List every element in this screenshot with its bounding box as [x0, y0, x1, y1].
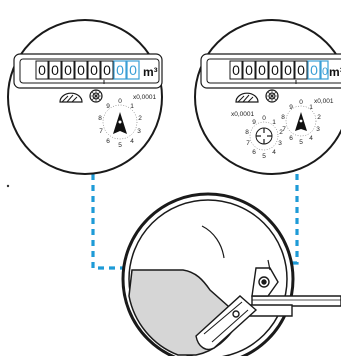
digit: 0: [245, 62, 253, 78]
connector-left: [91, 163, 133, 270]
hinge-mechanism: [243, 267, 293, 317]
dial-multiplier: x0,001: [314, 98, 334, 105]
dial-right-main: 0 1 2 3 4 5 6 7 8 9: [281, 99, 321, 146]
unit-label: m³: [143, 65, 158, 79]
dial-number: 6: [289, 135, 293, 142]
dial-number: 1: [130, 103, 134, 110]
outlet-pipe: [251, 295, 341, 307]
digit: 0: [77, 62, 85, 78]
dial-multiplier: x0,0001: [133, 94, 157, 101]
dial-number: 8: [281, 114, 285, 121]
dial-number: 3: [137, 128, 141, 135]
turbine-icon: [59, 92, 83, 103]
bullet-marker: [6, 184, 10, 188]
dial-number: 2: [279, 129, 283, 136]
dial-number: 5: [299, 139, 303, 146]
digit-row-left: 0 0 0 0 0 0 0 0: [35, 60, 140, 80]
dial-number: 8: [245, 129, 249, 136]
dial-number: 5: [262, 153, 266, 160]
digit: 0: [103, 62, 111, 78]
digit: 0: [232, 62, 240, 78]
digit: 0: [297, 62, 305, 78]
dial-number: 4: [309, 135, 313, 142]
digit: 0: [271, 62, 279, 78]
digit: 0: [258, 62, 266, 78]
digit: 0: [129, 62, 137, 78]
dial-number: 3: [316, 126, 320, 133]
turbine-icon: [235, 92, 259, 103]
dial-right-small: 0 1 2 3 4 5 6 7 8 9: [245, 115, 283, 160]
dial-number: 9: [252, 119, 256, 126]
dial-number: 4: [130, 138, 134, 145]
dial-number: 3: [278, 140, 282, 147]
flow-star-icon: [265, 89, 279, 103]
dial-number: 0: [118, 98, 122, 105]
digit: 0: [38, 62, 46, 78]
dial-number: 6: [252, 149, 256, 156]
dial-multiplier: x0,0001: [231, 111, 255, 118]
dial-number: 9: [289, 104, 293, 111]
dial-number: 7: [246, 140, 250, 147]
flow-star-icon: [89, 89, 103, 103]
unit-label: m³: [329, 65, 341, 79]
digit: 0: [51, 62, 59, 78]
dial-number: 4: [272, 149, 276, 156]
dial-number: 0: [262, 115, 266, 122]
dial-number: 2: [138, 115, 142, 122]
dial-number: 2: [317, 114, 321, 121]
lever-arm: [195, 295, 258, 351]
meter-housing: [121, 192, 341, 356]
digit: 0: [310, 62, 318, 78]
digit: 0: [284, 62, 292, 78]
dial-left-main: 0 1 2 3 4 5 6 7 8 9: [98, 98, 142, 149]
digit: 0: [64, 62, 72, 78]
dial-number: 6: [106, 138, 110, 145]
dial-number: 7: [282, 126, 286, 133]
meter-face-right: 0 0 0 0 0 0 0 0 m³ 0 1 2: [194, 19, 341, 175]
dial-number: 0: [299, 99, 303, 106]
digit: 0: [322, 66, 328, 78]
dial-number: 5: [118, 142, 122, 149]
dial-number: 8: [98, 115, 102, 122]
dial-number: 7: [99, 128, 103, 135]
meter-face-left: 0 0 0 0 0 0 0 0 m³ 0 1 2 3: [7, 19, 163, 175]
dial-number: 1: [272, 119, 276, 126]
digit: 0: [90, 62, 98, 78]
dial-number: 1: [309, 104, 313, 111]
connector-right: [283, 163, 299, 265]
digit-row-right: 0 0 0 0 0 0 0 0: [229, 60, 329, 80]
digit: 0: [116, 62, 124, 78]
dial-number: 9: [106, 103, 110, 110]
